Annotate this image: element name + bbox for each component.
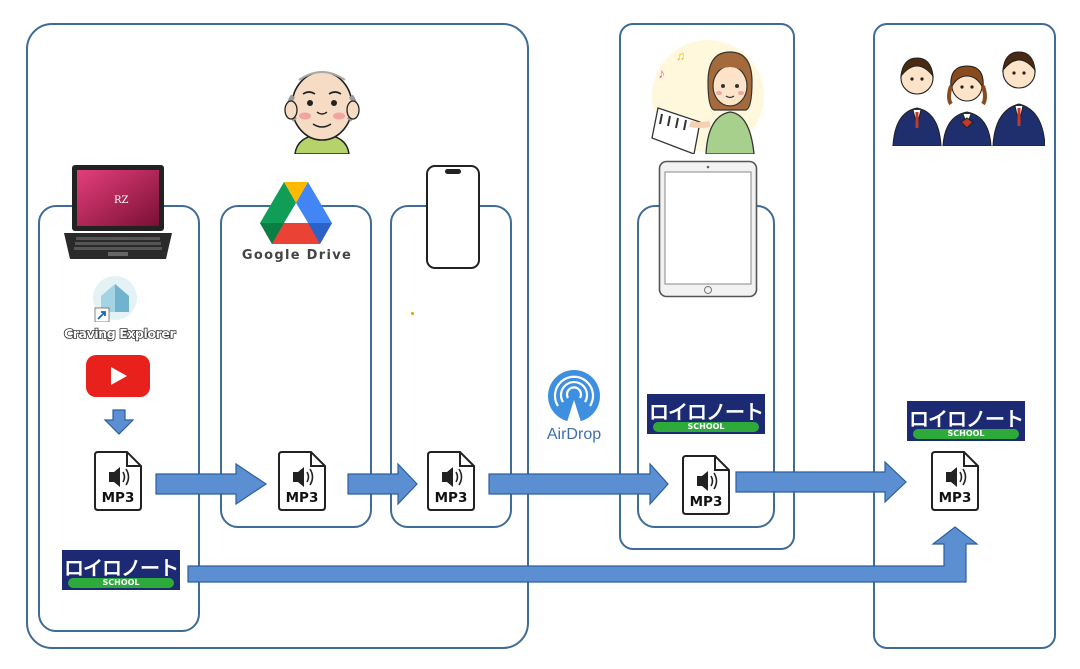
roilo-school-bar: SCHOOL [68, 578, 174, 588]
arrow-bottom-to-students [187, 526, 979, 583]
roilo-wordmark: ロイロノート [909, 407, 1024, 431]
teacher-group-container [619, 23, 795, 550]
roilo-wordmark: ロイロノート [64, 556, 179, 580]
mp3-label: MP3 [689, 494, 723, 510]
roilo-school-bar: SCHOOL [653, 422, 759, 432]
google-drive-label: Google Drive [241, 248, 353, 263]
smartphone-icon [425, 164, 481, 270]
mp3-file-icon: MP3 [426, 450, 476, 512]
svg-text:♪: ♪ [658, 65, 665, 81]
roilo-wordmark: ロイロノート [649, 400, 764, 424]
small-dot-mark [411, 312, 414, 315]
roilo-note-logo: ロイロノート SCHOOL [647, 394, 765, 434]
roilo-school-label: SCHOOL [947, 429, 985, 438]
craving-explorer-icon [91, 274, 139, 322]
home-group-container [26, 23, 529, 649]
laptop-icon: RZ [62, 163, 174, 261]
students-group-container [873, 23, 1056, 649]
roilo-school-label: SCHOOL [102, 578, 140, 587]
mp3-label: MP3 [101, 490, 135, 506]
roilo-school-bar: SCHOOL [913, 429, 1019, 439]
craving-explorer-label: Craving Explorer [63, 325, 176, 342]
roilo-note-logo: ロイロノート SCHOOL [907, 401, 1025, 441]
mp3-file-icon: MP3 [93, 450, 143, 512]
arrow-tablet-to-students [735, 460, 907, 504]
airdrop-label: AirDrop [546, 426, 602, 443]
mp3-label: MP3 [285, 490, 319, 506]
svg-text:RZ: RZ [114, 195, 129, 206]
google-drive-icon [259, 180, 333, 244]
svg-text:♫: ♫ [676, 49, 685, 63]
arrow-phone-to-tablet [488, 462, 669, 506]
arrow-pc-to-drive [155, 462, 268, 506]
mp3-file-icon: MP3 [930, 450, 980, 512]
arrow-youtube-down [103, 409, 135, 435]
tablet-icon [658, 160, 758, 298]
roilo-note-logo: ロイロノート SCHOOL [62, 550, 180, 590]
roilo-school-label: SCHOOL [687, 422, 725, 431]
airdrop-icon [545, 370, 603, 424]
mp3-label: MP3 [938, 490, 972, 506]
arrow-drive-to-phone [347, 462, 418, 506]
youtube-icon [86, 355, 150, 397]
elderly-man-icon [277, 56, 367, 154]
students-icon [891, 46, 1045, 146]
mp3-label: MP3 [434, 490, 468, 506]
mp3-file-icon: MP3 [277, 450, 327, 512]
mp3-file-icon: MP3 [681, 454, 731, 516]
teacher-piano-icon: ♪ ♫ [650, 38, 766, 154]
